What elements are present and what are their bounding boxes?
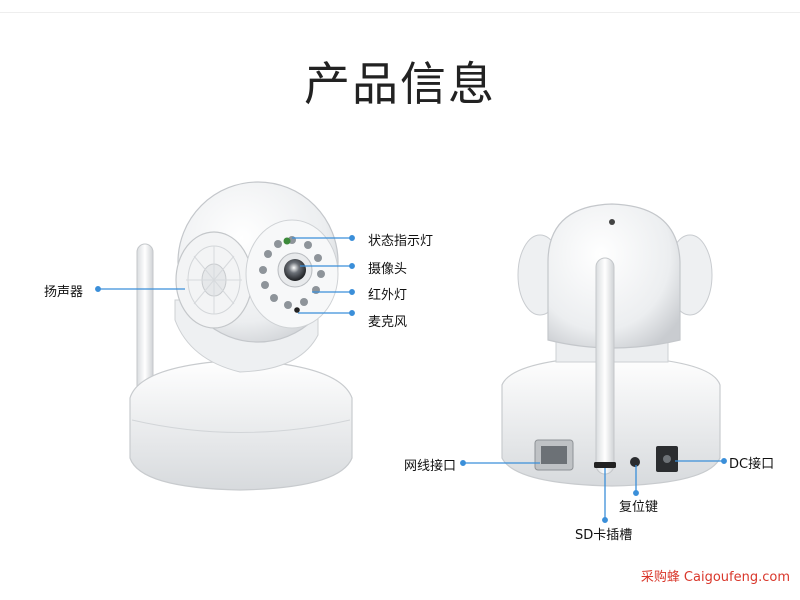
lens: [284, 259, 306, 281]
camera-back-view: [501, 203, 721, 487]
back-callouts: [460, 458, 727, 523]
label-dc-port: DC接口: [729, 457, 775, 472]
camera-base: [129, 359, 353, 491]
label-reset-button: 复位键: [619, 500, 659, 515]
watermark-en: Caigoufeng.com: [683, 570, 790, 585]
infrared-led-ring: [259, 236, 325, 309]
microphone-hole: [294, 307, 300, 313]
page-title: 产品信息: [304, 57, 496, 111]
label-speaker: 扬声器: [44, 285, 84, 300]
status-light: [283, 237, 291, 245]
camera-front-view: [129, 181, 353, 491]
reset-hole: [630, 457, 640, 467]
label-camera: 摄像头: [368, 262, 408, 277]
top-hole: [609, 219, 615, 225]
label-status-light: 状态指示灯: [368, 234, 434, 249]
label-infrared-light: 红外灯: [368, 288, 408, 303]
top-divider: [0, 12, 800, 13]
label-microphone: 麦克风: [368, 315, 408, 330]
label-network-port: 网线接口: [404, 459, 457, 474]
label-sd-slot: SD卡插槽: [575, 528, 633, 543]
sd-card-slot: [594, 462, 616, 468]
front-callouts: [95, 235, 355, 316]
antenna-back: [595, 257, 615, 475]
watermark-cn: 采购蜂: [640, 570, 680, 585]
